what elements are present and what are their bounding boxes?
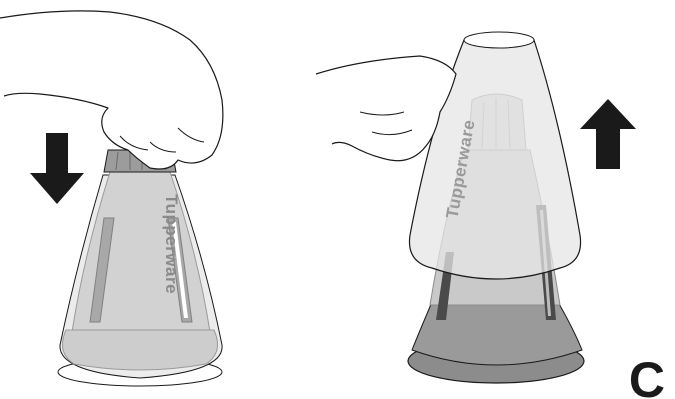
arrow-down-icon — [30, 133, 84, 204]
right-outer-cone-top — [464, 32, 534, 48]
step-label: C — [629, 355, 665, 399]
arrow-up-icon — [580, 99, 636, 169]
left-inner-base — [62, 330, 217, 370]
left-figure: Tupperware — [0, 11, 223, 386]
left-brand-text: Tupperware — [162, 194, 181, 294]
left-hand — [0, 11, 223, 169]
right-figure: Tupperware — [316, 32, 636, 383]
